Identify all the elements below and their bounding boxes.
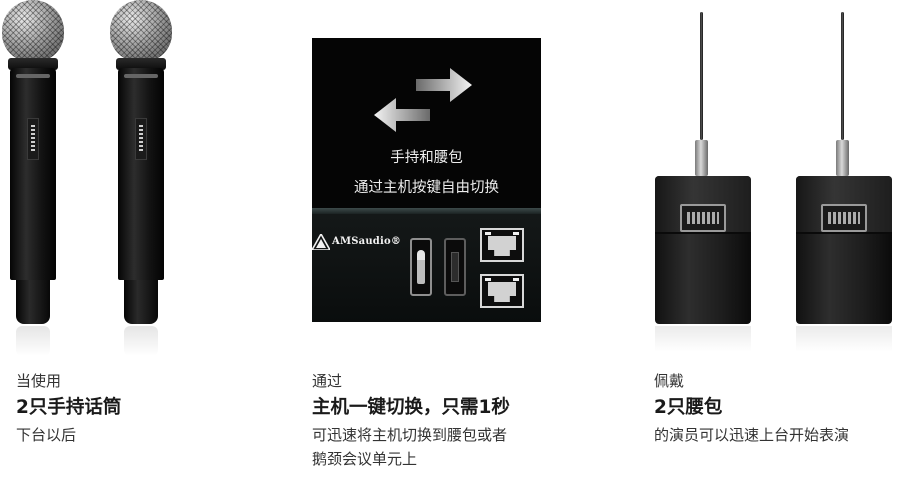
bodypack-display (680, 204, 726, 232)
caption-intro: 佩戴 (654, 372, 685, 390)
port-jack (488, 282, 516, 302)
handheld-mic-left (0, 0, 70, 356)
antenna-base (836, 140, 849, 176)
logo-text: AMSaudio® (332, 236, 402, 247)
port-led (485, 232, 491, 235)
caption-line: 鹅颈会议单元上 (312, 450, 418, 468)
mic-reflection (16, 326, 50, 356)
swap-arrow-left-icon (374, 98, 430, 132)
bodypack-transmitter-left (655, 12, 751, 352)
mic-screen (135, 118, 147, 160)
mic-body (10, 68, 56, 280)
caption-line: 可迅速将主机切换到腰包或者 (312, 426, 508, 444)
caption-line: 下台以后 (16, 426, 77, 444)
bodypack-body (655, 176, 751, 324)
ams-logo-mark-icon (312, 234, 330, 250)
caption-highlight: 2只腰包 (654, 397, 723, 418)
bodypack-body (796, 176, 892, 324)
panel-text-line2: 通过主机按键自由切换 (354, 180, 499, 196)
bodypack-select-button[interactable] (444, 238, 466, 296)
caption-switch: 通过 主机一键切换，只需1秒 可迅速将主机切换到腰包或者 鹅颈会议单元上 (312, 369, 510, 471)
bodypack-reflection (796, 326, 892, 352)
panel-text-line1: 手持和腰包 (390, 150, 463, 166)
bodypack-reflection (655, 326, 751, 352)
caption-line: 的演员可以迅速上台开始表演 (654, 426, 850, 444)
bodypack-icon (451, 252, 459, 282)
caption-intro: 当使用 (16, 372, 62, 390)
mic-grille (2, 0, 64, 62)
mic-tail (124, 280, 158, 324)
ethernet-port-icon (480, 228, 524, 262)
antenna (841, 12, 844, 140)
port-led (485, 278, 491, 281)
mic-tail (16, 280, 50, 324)
receiver-panel: 手持和腰包 通过主机按键自由切换 AMSaudio® (312, 38, 541, 322)
port-led (513, 278, 519, 281)
bodypack-transmitter-right (796, 12, 892, 352)
handheld-select-button[interactable] (410, 238, 432, 296)
mic-brand-mark (16, 74, 50, 78)
bodypack-display (821, 204, 867, 232)
mic-ring (116, 58, 166, 70)
mic-body (118, 68, 164, 280)
port-led (513, 232, 519, 235)
caption-bodypack: 佩戴 2只腰包 的演员可以迅速上台开始表演 (654, 369, 849, 447)
handheld-mic-right (108, 0, 178, 356)
ams-audio-logo: AMSaudio® (312, 234, 412, 254)
ethernet-port-icon (480, 274, 524, 308)
mic-screen (27, 118, 39, 160)
mic-ring (8, 58, 58, 70)
caption-handheld: 当使用 2只手持话筒 下台以后 (16, 369, 121, 447)
mic-grille (110, 0, 172, 62)
caption-highlight: 2只手持话筒 (16, 397, 122, 418)
handheld-mic-icon (417, 250, 425, 284)
mic-brand-mark (124, 74, 158, 78)
caption-intro: 通过 (312, 372, 343, 390)
swap-arrow-right-icon (416, 68, 472, 102)
port-jack (488, 236, 516, 256)
mic-reflection (124, 326, 158, 356)
antenna (700, 12, 703, 140)
panel-divider (312, 208, 541, 214)
antenna-base (695, 140, 708, 176)
caption-highlight: 主机一键切换，只需1秒 (312, 397, 510, 418)
